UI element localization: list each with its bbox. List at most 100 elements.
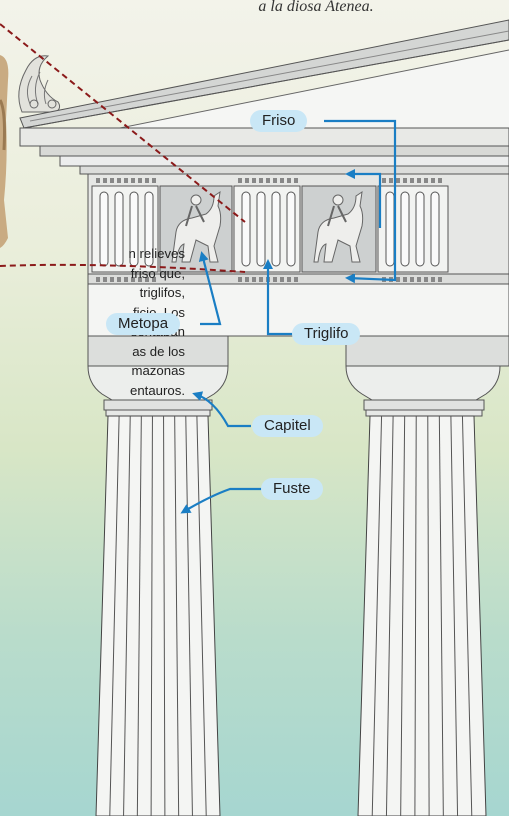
dashed-leader-lower [0, 263, 246, 273]
gutta [103, 277, 107, 282]
column-flute [385, 415, 394, 816]
friso-arrow-bottom [345, 228, 397, 284]
column-flute [163, 415, 166, 816]
gutta [131, 178, 135, 183]
gutta [96, 178, 100, 183]
gutta [252, 178, 256, 183]
gutta [131, 277, 135, 282]
gutta [396, 277, 400, 282]
gutta [396, 178, 400, 183]
gutta [238, 277, 242, 282]
metope-2 [301, 185, 377, 273]
gutta [124, 178, 128, 183]
gutta [417, 178, 421, 183]
gutta [152, 178, 156, 183]
gutta [410, 277, 414, 282]
gutta [431, 277, 435, 282]
column-flute [123, 415, 131, 816]
acroterion-ornament [18, 55, 61, 113]
column-flute [196, 415, 207, 816]
gutta [424, 178, 428, 183]
gutta [138, 178, 142, 183]
column-flute [461, 415, 473, 816]
label-metopa: Metopa [106, 313, 181, 335]
gutta [117, 178, 121, 183]
column-right [345, 335, 509, 816]
gutta [403, 277, 407, 282]
column-left [87, 335, 229, 816]
gutta [382, 178, 386, 183]
triglyph-2 [233, 185, 301, 273]
gutta [238, 178, 242, 183]
body-line: entauros. [130, 382, 185, 398]
triglifo-arrow [263, 259, 295, 336]
body-line: triglifos, [139, 285, 185, 300]
gutta [103, 178, 107, 183]
column-flute [400, 415, 406, 816]
gutta [252, 277, 256, 282]
column-flute [427, 415, 430, 816]
gutta [152, 277, 156, 282]
gutta [424, 277, 428, 282]
gutta [138, 277, 142, 282]
gutta [280, 178, 284, 183]
gutta [410, 178, 414, 183]
image-caption: a la diosa Atenea. [258, 0, 374, 15]
gutta [273, 178, 277, 183]
friso-connector [324, 119, 397, 228]
gutta [287, 178, 291, 183]
gutta [417, 277, 421, 282]
fuste-arrow [180, 487, 262, 514]
label-triglifo: Triglifo [292, 323, 361, 345]
column-flute [174, 415, 180, 816]
column-flute [438, 415, 444, 816]
dashed-leader-upper [0, 23, 246, 223]
column-flute [185, 415, 193, 816]
gutta [145, 178, 149, 183]
gutta [280, 277, 284, 282]
label-capitel: Capitel [252, 415, 323, 437]
column-flute [414, 415, 417, 816]
gutta [259, 277, 263, 282]
body-line: n relieves [128, 246, 185, 261]
capitel-arrow [192, 391, 251, 428]
body-line: mazonas [131, 363, 185, 378]
column-flute [450, 415, 459, 816]
gutta [294, 277, 298, 282]
gutta [117, 277, 121, 282]
gutta [287, 277, 291, 282]
gutta [124, 277, 128, 282]
gutta [96, 277, 100, 282]
gutta [294, 178, 298, 183]
column-flute [136, 415, 142, 816]
gutta [245, 277, 249, 282]
column-flute [150, 415, 153, 816]
gutta [431, 178, 435, 183]
friso-arrow-top [345, 169, 382, 228]
gutta [145, 277, 149, 282]
label-friso: Friso [250, 110, 308, 132]
triglyph-3 [377, 185, 449, 273]
gutta [438, 178, 442, 183]
gutta [273, 277, 277, 282]
gutta [403, 178, 407, 183]
gutta [245, 178, 249, 183]
statue-fragment [0, 55, 9, 248]
gutta [110, 277, 114, 282]
frieze [87, 173, 509, 285]
body-line: friso que, [130, 265, 185, 281]
triglyph-1 [91, 185, 159, 273]
label-fuste: Fuste [261, 478, 323, 500]
column-flute [109, 415, 120, 816]
metope-1 [159, 185, 233, 273]
gutta [259, 178, 263, 183]
pediment [19, 19, 509, 175]
metopa-arrow [198, 251, 222, 326]
column-flute [371, 415, 383, 816]
body-line: as de los [132, 343, 185, 359]
gutta [110, 178, 114, 183]
gutta [266, 178, 270, 183]
gutta [438, 277, 442, 282]
